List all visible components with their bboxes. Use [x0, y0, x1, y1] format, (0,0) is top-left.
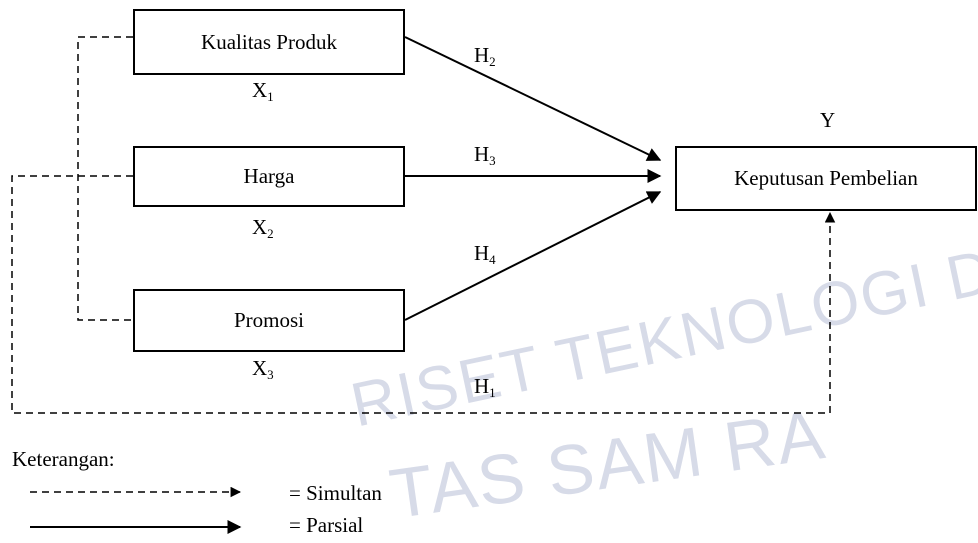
label-y: Y: [820, 108, 836, 132]
node-harga: Harga: [133, 146, 405, 207]
label-h1: H1: [474, 374, 496, 400]
h1-simultan-arrow: [11, 175, 836, 414]
label-h4: H4: [474, 241, 496, 267]
node-promosi: Promosi: [133, 289, 405, 352]
legend-parsial-label: = Parsial: [289, 513, 364, 537]
h2-parsial-arrow: [404, 36, 662, 161]
label-x3: X3: [252, 356, 274, 382]
legend-simultan-label: = Simultan: [289, 481, 382, 505]
node-kualitas-produk: Kualitas Produk: [133, 9, 405, 75]
h4-parsial-arrow: [404, 191, 662, 321]
label-h3: H3: [474, 142, 496, 168]
label-x1: X1: [252, 78, 274, 104]
label-x2: X2: [252, 215, 274, 241]
legend-title: Keterangan:: [12, 447, 115, 471]
simultan-bracket: [77, 36, 133, 321]
node-keputusan-pembelian: Keputusan Pembelian: [675, 146, 977, 211]
label-h2: H2: [474, 43, 496, 69]
